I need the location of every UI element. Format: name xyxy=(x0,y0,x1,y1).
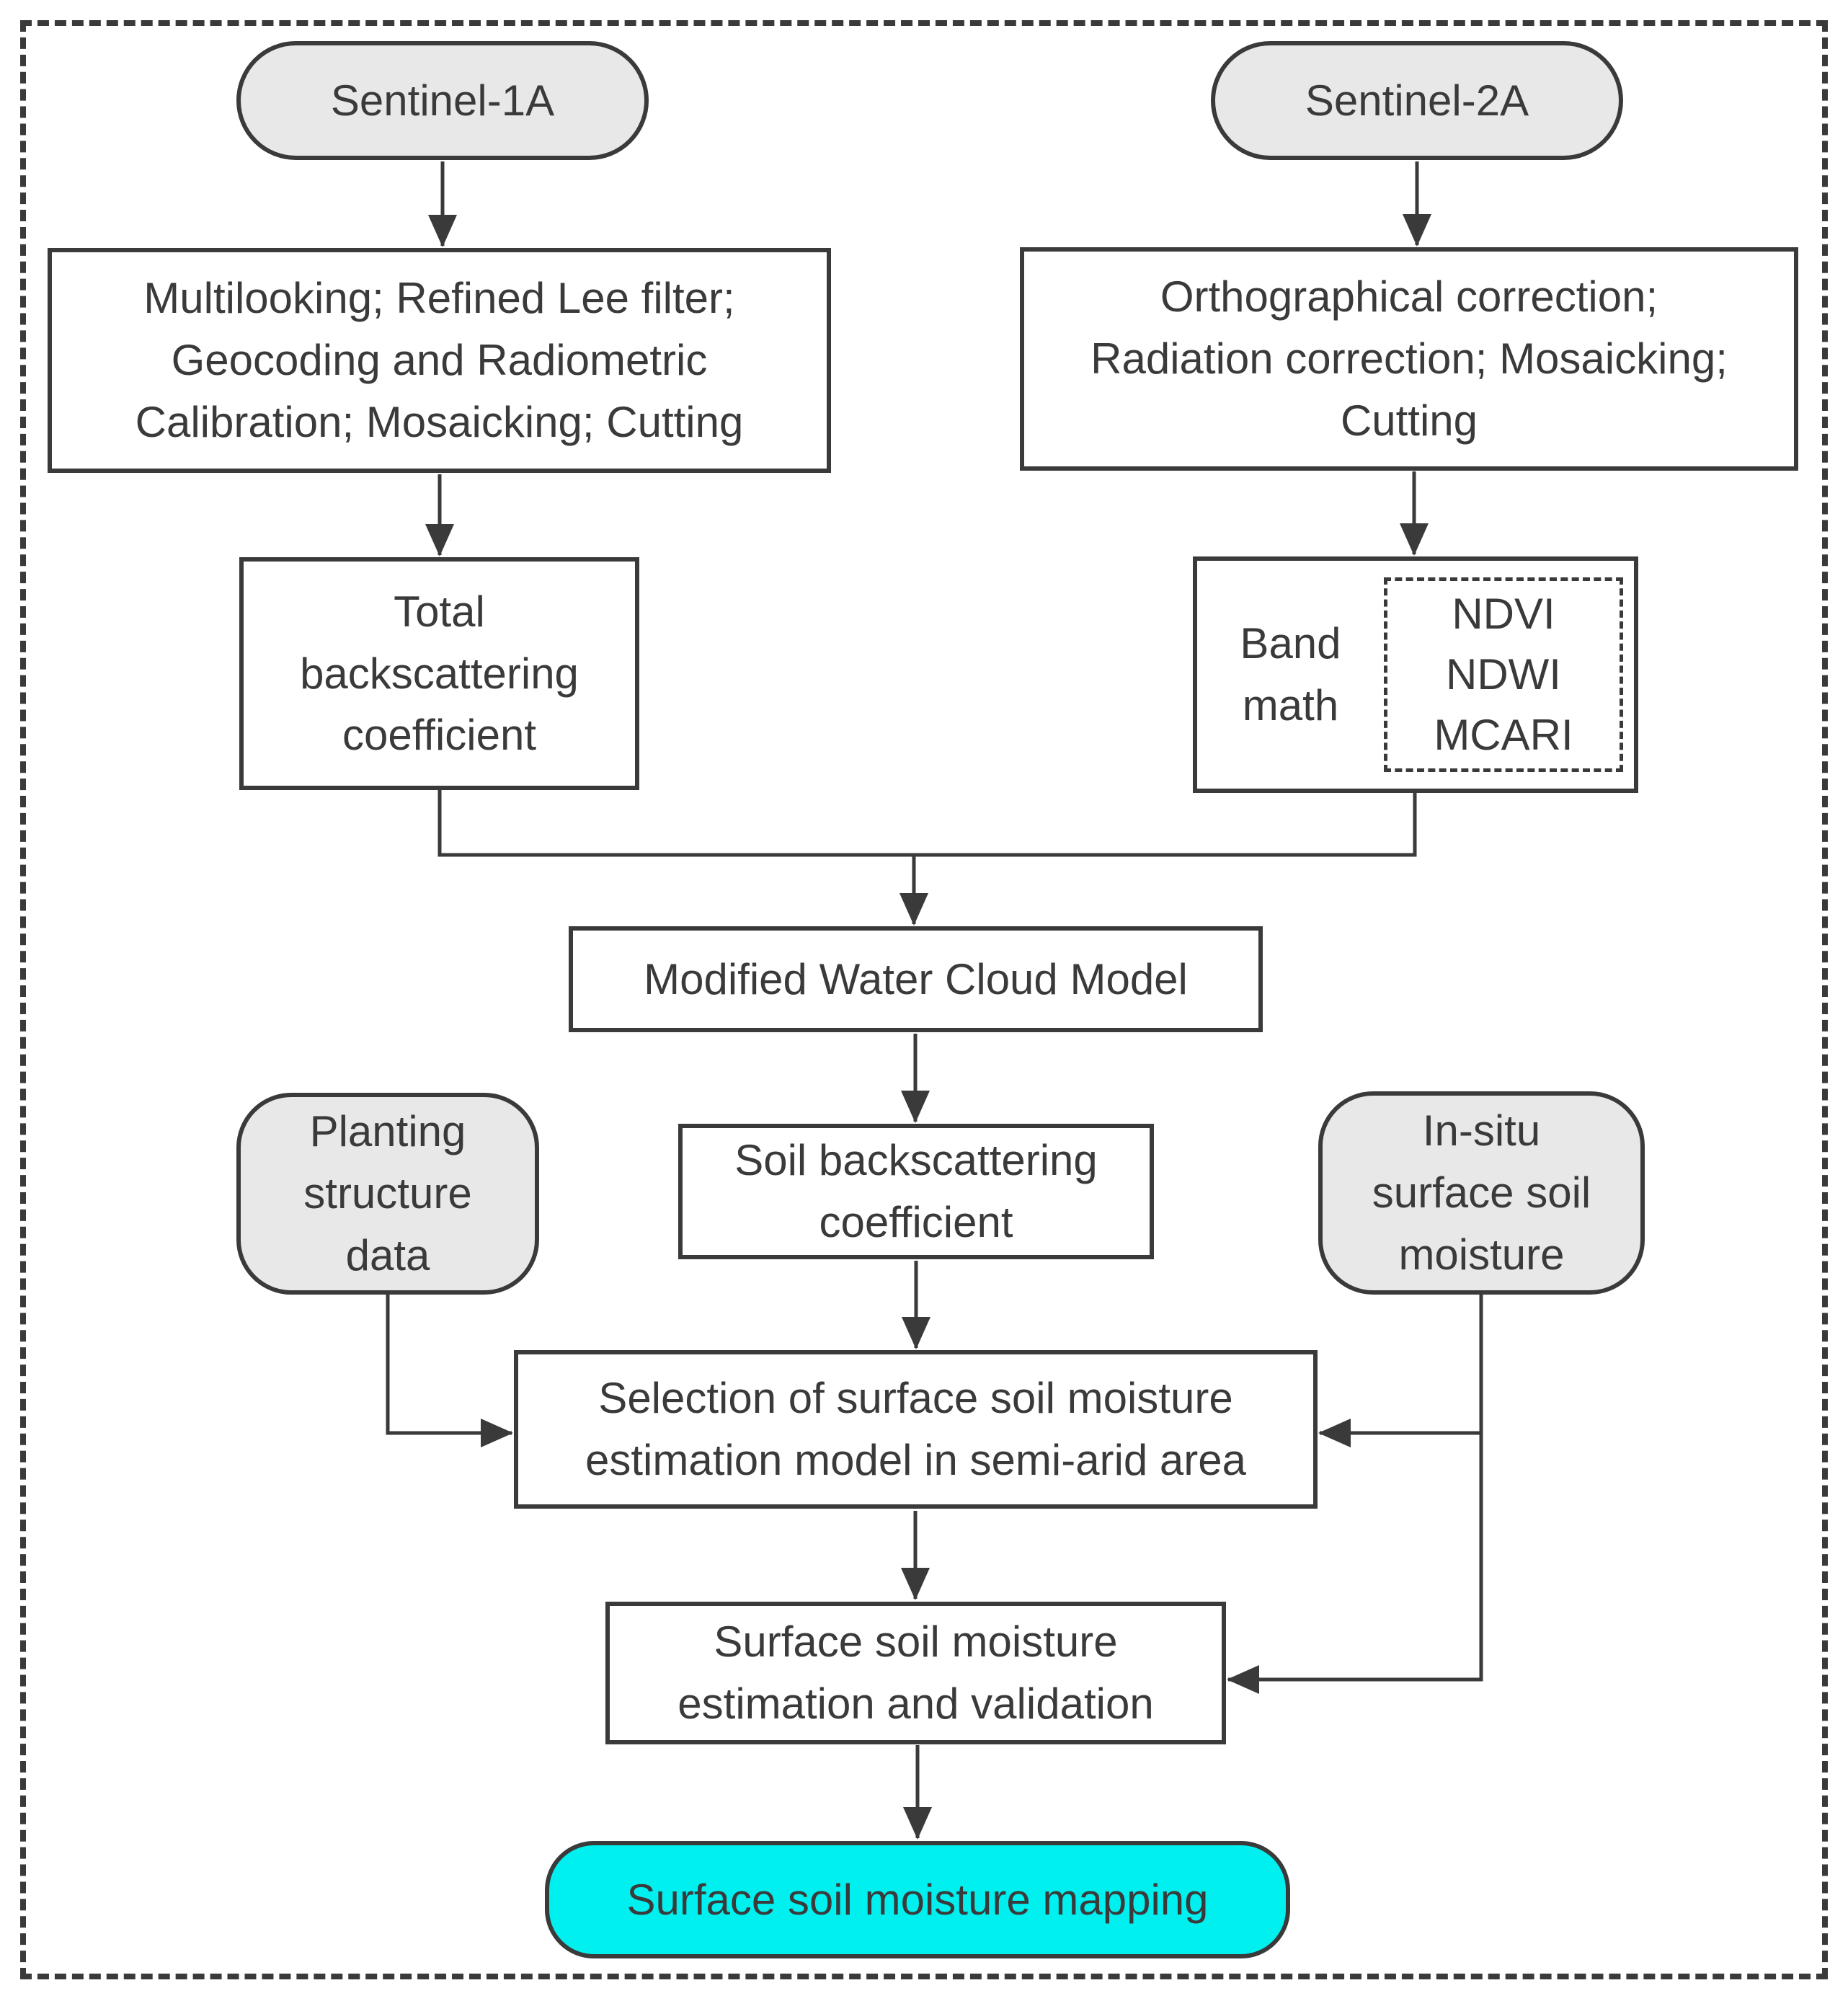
merge-line-total-and-bandmath xyxy=(437,788,1417,857)
node-total-backscattering-coefficient: Total backscattering coefficient xyxy=(239,557,639,790)
node-band-math: Band math NDVI NDWI MCARI xyxy=(1193,556,1638,793)
dashed-border-frame xyxy=(20,20,1828,1979)
node-surface-soil-moisture-mapping: Surface soil moisture mapping xyxy=(545,1841,1290,1958)
node-sentinel-1a: Sentinel-1A xyxy=(236,41,649,160)
band-math-indices-box: NDVI NDWI MCARI xyxy=(1384,577,1623,772)
node-soil-backscattering-coefficient: Soil backscattering coefficient xyxy=(678,1124,1154,1259)
node-model-selection: Selection of surface soil moisture estim… xyxy=(514,1350,1318,1509)
node-estimation-and-validation: Surface soil moisture estimation and val… xyxy=(605,1602,1226,1744)
node-planting-structure-data: Planting structure data xyxy=(236,1093,539,1295)
node-sentinel-2a: Sentinel-2A xyxy=(1211,41,1623,160)
band-math-label: Band math xyxy=(1240,619,1341,729)
arrow-insitu-to-estimation-validation xyxy=(1227,1292,1483,1694)
node-s2-preprocessing: Orthographical correction; Radiation cor… xyxy=(1020,247,1798,471)
node-in-situ-surface-soil-moisture: In-situ surface soil moisture xyxy=(1318,1091,1645,1295)
arrow-planting-structure-to-model-selection xyxy=(386,1292,513,1447)
node-s1-preprocessing: Multilooking; Refined Lee filter; Geocod… xyxy=(48,248,831,473)
node-modified-water-cloud-model: Modified Water Cloud Model xyxy=(569,926,1263,1032)
